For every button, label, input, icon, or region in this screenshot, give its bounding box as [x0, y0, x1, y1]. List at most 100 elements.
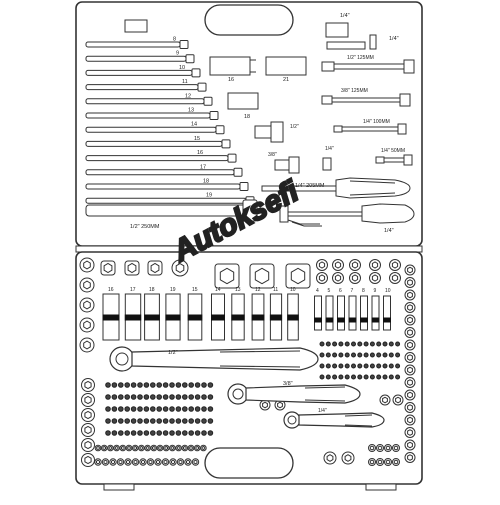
socket-bottom-row — [161, 458, 170, 466]
deep-socket-large: 12 — [251, 287, 265, 341]
bit-slot — [382, 352, 388, 358]
deep-socket-size-label: 13 — [235, 287, 241, 293]
socket-bottom-row — [187, 444, 195, 452]
ratchet-half-label: 1/2" — [168, 350, 178, 356]
bit-slot — [175, 418, 182, 424]
bit-slot — [325, 363, 331, 369]
bit-slot — [194, 406, 201, 412]
deep-socket-large: 13 — [231, 287, 245, 341]
adapter-socket — [341, 451, 355, 465]
bit-slot — [162, 382, 169, 388]
deep-socket-large: 15 — [187, 287, 203, 341]
socket-small-top — [369, 272, 381, 284]
socket-bottom-right — [384, 444, 392, 452]
ratchet-quarter-label: 1/4" — [318, 408, 327, 414]
tee-quarter-label: 1/4" — [389, 36, 399, 42]
socket-bottom-row — [101, 458, 110, 466]
socket-right-column — [404, 264, 416, 276]
socket-right-column — [404, 452, 416, 463]
bit-slot — [118, 406, 124, 412]
deep-socket-small: 10 — [383, 288, 391, 331]
socket-small-top — [316, 259, 328, 271]
socket-bottom-row — [119, 444, 127, 452]
bit-slot — [344, 363, 350, 369]
bit-slot — [363, 341, 369, 347]
socket-bottom-right — [368, 444, 376, 452]
bit-slot — [351, 352, 356, 358]
extension-bar: 8 — [85, 37, 189, 49]
bit-slot — [156, 394, 162, 400]
bit-slot — [395, 374, 401, 380]
socket-mid — [379, 394, 391, 406]
extension-bar-label: 12 — [185, 93, 191, 99]
bit-slot — [169, 430, 175, 436]
bit-slot — [188, 406, 194, 412]
deep-socket-small: 5 — [325, 288, 334, 331]
deep-socket-size-label: 11 — [273, 287, 278, 293]
socket-bottom-row — [144, 444, 151, 452]
socket-block-16: 16 — [209, 56, 256, 83]
bit-slot — [182, 394, 188, 400]
bit-slot — [332, 352, 338, 358]
bit-slot — [351, 374, 356, 380]
bit-slot — [162, 394, 169, 400]
socket-block-18: 18 — [227, 92, 259, 120]
bit-slot — [130, 418, 137, 424]
socket-bottom-row — [131, 458, 140, 466]
socket-left-column — [81, 378, 95, 392]
extension-bar: 16 — [85, 150, 237, 163]
deep-socket-size-label: 4 — [316, 288, 319, 294]
socket-bottom-row — [94, 444, 102, 452]
socket-small-top — [349, 272, 361, 284]
socket-bottom-row — [94, 458, 102, 466]
socket-small-top — [349, 259, 361, 271]
socket-bottom-row — [162, 444, 170, 452]
socket-right-column — [404, 339, 416, 351]
bit-slot — [156, 406, 162, 412]
bit-slot — [182, 382, 188, 388]
socket-bottom-row — [146, 458, 155, 466]
bit-slot — [118, 394, 124, 400]
extension-bar: 14 — [85, 122, 225, 135]
deep-socket-small: 6 — [337, 288, 345, 331]
bit-slot — [207, 394, 214, 400]
socket-large — [285, 263, 311, 289]
socket-left-column — [79, 257, 95, 273]
bit-slot — [150, 430, 156, 436]
deep-socket-large: 16 — [102, 287, 120, 341]
bit-slot — [156, 382, 162, 388]
bit-slot — [111, 382, 118, 388]
bit-slot — [388, 352, 394, 358]
socket-mid — [259, 399, 271, 411]
socket-bottom-row — [181, 444, 189, 452]
bit-slot — [130, 430, 137, 436]
socket-left-column — [79, 277, 95, 293]
upper-handle-cutout — [204, 4, 294, 36]
universal-joint-38: 3/8" — [268, 152, 300, 174]
extension-bar: 10 — [85, 65, 201, 78]
bit-slot — [332, 363, 338, 369]
bit-slot — [332, 374, 338, 380]
socket-right-column — [404, 427, 416, 438]
bit-slot — [319, 363, 325, 369]
bit-slot — [118, 430, 124, 436]
bit-slot — [150, 406, 156, 412]
bit-slot — [194, 430, 201, 436]
spinner-handle: 1/4" 205MM — [261, 177, 411, 199]
bit-slot — [207, 382, 214, 388]
socket-bottom-row — [169, 444, 176, 452]
adapter-top — [325, 22, 349, 38]
extension-14-50: 1/4" 50MM — [375, 148, 413, 166]
bit-slot — [363, 374, 369, 380]
deep-socket-large: 18 — [144, 287, 160, 341]
socket-left-column — [79, 337, 95, 353]
bit-slot — [369, 363, 375, 369]
bit-slot — [382, 341, 388, 347]
bit-slot — [105, 394, 111, 400]
socket-bottom-right — [384, 458, 392, 466]
bit-slot — [169, 382, 175, 388]
socket-small-top — [316, 272, 328, 284]
socket-small-top — [389, 259, 401, 271]
extension-bar-label: 9 — [176, 51, 179, 57]
